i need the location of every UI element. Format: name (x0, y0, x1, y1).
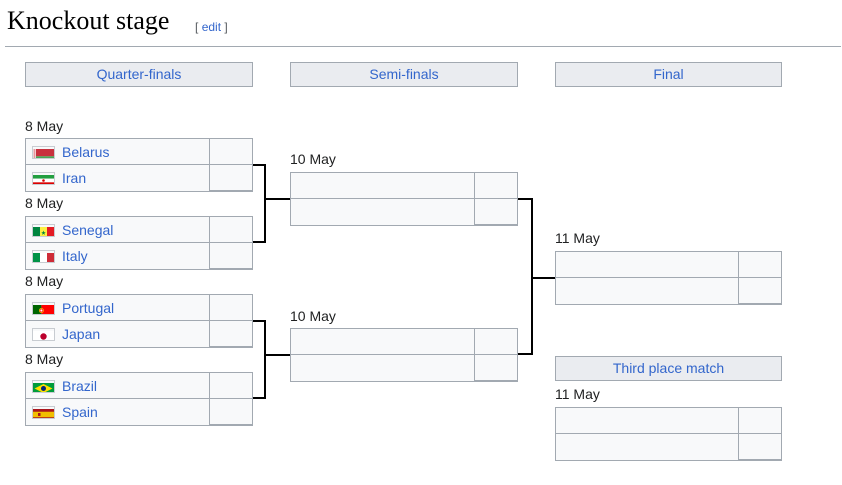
bracket-connector (253, 397, 266, 399)
team-name-iran[interactable]: Iran (62, 170, 87, 186)
header-semi-finals[interactable]: Semi-finals (290, 62, 518, 87)
team-row (290, 328, 518, 355)
match-date: 8 May (25, 273, 64, 289)
score-cell (209, 398, 253, 425)
team-name-japan[interactable]: Japan (62, 326, 101, 342)
match-date: 11 May (555, 230, 600, 246)
score-cell (209, 164, 253, 191)
team-row: Japan (25, 320, 253, 348)
match-date: 8 May (25, 118, 64, 134)
team-name-belarus[interactable]: Belarus (62, 144, 110, 160)
team-row (290, 198, 518, 226)
match-date: 8 May (25, 195, 64, 211)
bracket-connector (518, 198, 533, 200)
bracket-connector (253, 164, 266, 166)
team-row (555, 407, 782, 434)
team-name-portugal[interactable]: Portugal (62, 300, 115, 316)
bracket-connector (253, 241, 266, 243)
match-date: 11 May (555, 386, 600, 402)
portugal-flag-icon[interactable] (32, 302, 55, 315)
bracket-connector (264, 354, 290, 356)
brazil-flag-icon[interactable] (32, 380, 55, 393)
team-row (290, 172, 518, 199)
bracket-connector (264, 320, 266, 399)
page-title: Knockout stage (7, 6, 170, 35)
heading-divider (5, 46, 841, 47)
italy-flag-icon[interactable] (32, 250, 55, 263)
edit-bracket-open: [ (195, 20, 199, 34)
team-name-italy[interactable]: Italy (62, 248, 88, 264)
score-cell (209, 138, 253, 165)
senegal-flag-icon[interactable] (32, 224, 55, 237)
header-quarter-finals[interactable]: Quarter-finals (25, 62, 253, 87)
score-cell (738, 407, 782, 434)
edit-section-link: [ edit ] (195, 20, 228, 34)
score-cell (474, 328, 518, 355)
team-row (555, 433, 782, 461)
match-date: 10 May (290, 308, 336, 324)
team-row (555, 277, 782, 305)
team-name-senegal[interactable]: Senegal (62, 222, 114, 238)
edit-link[interactable]: edit (201, 20, 222, 34)
team-row: Italy (25, 242, 253, 270)
bracket-connector (253, 320, 266, 322)
score-cell (738, 277, 782, 304)
score-cell (738, 251, 782, 278)
score-cell (209, 320, 253, 347)
score-cell (209, 242, 253, 269)
team-row (555, 251, 782, 278)
team-name-spain[interactable]: Spain (62, 404, 98, 420)
match-date: 8 May (25, 351, 64, 367)
team-row: Spain (25, 398, 253, 426)
team-row: Portugal (25, 294, 253, 321)
japan-flag-icon[interactable] (32, 328, 55, 341)
team-row: Brazil (25, 372, 253, 399)
team-name-brazil[interactable]: Brazil (62, 378, 98, 394)
score-cell (474, 198, 518, 225)
edit-bracket-close: ] (224, 20, 228, 34)
bracket-connector (518, 353, 533, 355)
score-cell (474, 354, 518, 381)
team-row: Belarus (25, 138, 253, 165)
score-cell (738, 433, 782, 460)
score-cell (474, 172, 518, 199)
belarus-flag-icon[interactable] (32, 146, 55, 159)
score-cell (209, 294, 253, 321)
team-row: Iran (25, 164, 253, 192)
bracket-connector (264, 198, 290, 200)
header-final[interactable]: Final (555, 62, 782, 87)
team-row: Senegal (25, 216, 253, 243)
score-cell (209, 216, 253, 243)
match-date: 10 May (290, 151, 336, 167)
spain-flag-icon[interactable] (32, 406, 55, 419)
bracket-connector (531, 198, 533, 355)
bracket-connector (264, 164, 266, 243)
iran-flag-icon[interactable] (32, 172, 55, 185)
bracket-connector (531, 277, 555, 279)
score-cell (209, 372, 253, 399)
team-row (290, 354, 518, 382)
header-third-place-match[interactable]: Third place match (555, 356, 782, 381)
